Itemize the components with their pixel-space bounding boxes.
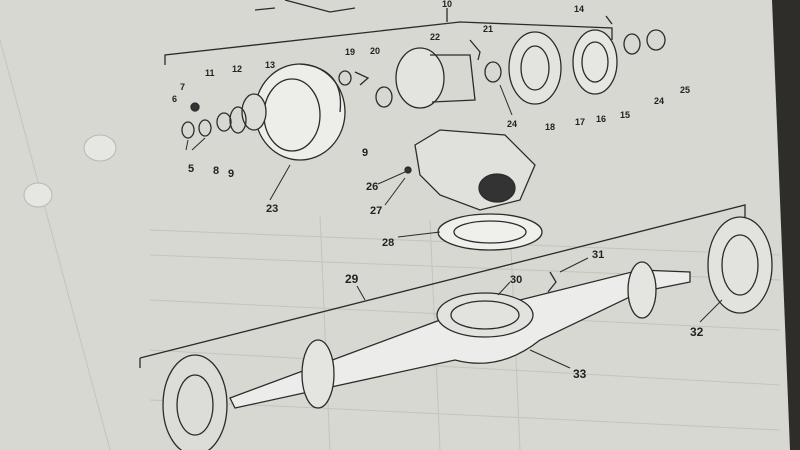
- washer-6: [198, 119, 212, 137]
- callout-21: 21: [483, 24, 493, 34]
- gasket-15: [572, 29, 618, 95]
- backing-plate-left-inner: [176, 374, 214, 436]
- fitting-21: [469, 39, 481, 61]
- pinion-yoke: [478, 173, 516, 203]
- stud-26: [404, 166, 412, 174]
- punch-hole: [23, 182, 53, 208]
- vent-31: [547, 271, 557, 293]
- callout-19: 19: [345, 47, 355, 57]
- leader-lines: [185, 84, 723, 369]
- callout-23: 23: [266, 203, 278, 215]
- seal-24b: [623, 33, 641, 55]
- spring-seat-left: [301, 339, 335, 409]
- callout-11: 11: [205, 68, 215, 78]
- screw-14: [605, 15, 613, 25]
- callout-24a: 24: [507, 119, 517, 129]
- hub-body: [430, 54, 476, 103]
- callout-16: 16: [596, 114, 606, 124]
- callout-33: 33: [573, 367, 587, 381]
- callout-9b: 9: [362, 147, 368, 159]
- backing-plate-left: [162, 354, 228, 450]
- flange-18-hole: [520, 45, 550, 91]
- housing-bowl: [436, 292, 534, 338]
- bearing-cone: [241, 93, 267, 131]
- flange-18: [508, 31, 562, 105]
- callout-6: 6: [172, 94, 177, 104]
- callout-7: 7: [180, 82, 185, 92]
- callout-31: 31: [592, 249, 604, 261]
- housing-bowl-inner: [450, 300, 520, 330]
- callout-12: 12: [232, 64, 242, 74]
- seal-24: [484, 61, 502, 83]
- callout-13: 13: [265, 60, 275, 70]
- nut-19: [338, 70, 352, 86]
- callout-labels: 10 21 14 22 19 20 7 11 12 13 6 24 18 17 …: [172, 0, 704, 381]
- callout-14: 14: [574, 4, 584, 14]
- washer-8: [216, 112, 232, 132]
- callout-29: 29: [345, 272, 359, 286]
- bracket-29: [139, 204, 746, 368]
- brake-drum: [254, 63, 346, 161]
- callout-30: 30: [510, 274, 522, 286]
- seal-25: [646, 29, 666, 51]
- backing-plate-32: [707, 216, 773, 314]
- callout-20: 20: [370, 46, 380, 56]
- callout-26: 26: [366, 181, 378, 193]
- bolt-20: [354, 71, 370, 86]
- callout-28: 28: [382, 237, 394, 249]
- backing-plate-32-inner: [721, 234, 759, 296]
- callout-22: 22: [430, 32, 440, 42]
- callout-10: 10: [442, 0, 452, 9]
- callout-17: 17: [575, 117, 585, 127]
- callout-9a: 9: [228, 168, 234, 180]
- hub-flange: [395, 47, 445, 109]
- drum-rim: [299, 63, 342, 113]
- nut-7: [190, 102, 200, 112]
- callout-27: 27: [370, 205, 382, 217]
- bearing-9-upper: [375, 86, 393, 108]
- callout-18: 18: [545, 122, 555, 132]
- top-partial-part: [254, 0, 356, 13]
- punch-hole: [83, 134, 117, 162]
- gasket-15-hole: [581, 41, 609, 83]
- callout-32: 32: [690, 325, 704, 339]
- spring-seat-right: [627, 261, 657, 319]
- washer-5: [181, 121, 195, 139]
- callout-5: 5: [188, 163, 194, 175]
- gasket-28-hole: [453, 220, 527, 244]
- callout-24b: 24: [654, 96, 664, 106]
- bracket-10: [164, 21, 613, 65]
- callout-8: 8: [213, 165, 219, 177]
- callout-15: 15: [620, 110, 630, 120]
- callout-25: 25: [680, 85, 690, 95]
- seal-8: [229, 106, 247, 134]
